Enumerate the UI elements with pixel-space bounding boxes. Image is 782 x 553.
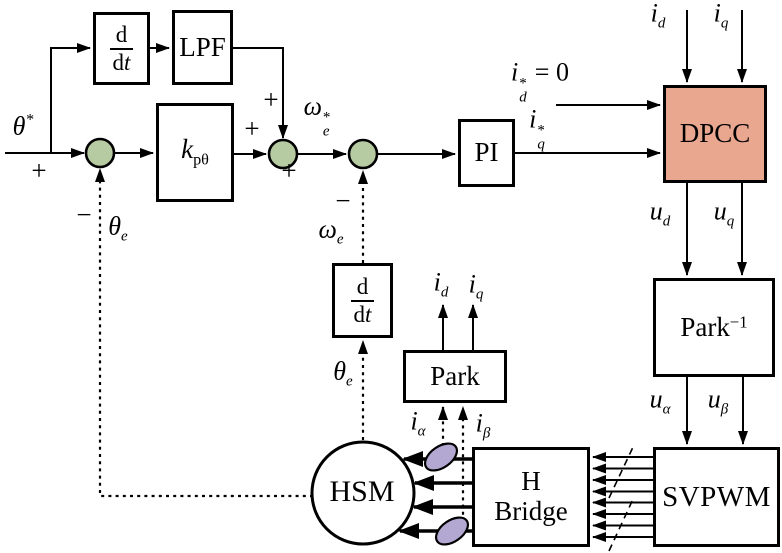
park-label: Park	[430, 360, 480, 391]
derivative2-denominator: dt	[353, 301, 372, 327]
wire-theta-e-feedback	[95, 168, 313, 498]
svpwm-label: SVPWM	[662, 480, 771, 513]
block-svpwm: SVPWM	[653, 447, 780, 547]
label-i-beta: iβ	[475, 408, 491, 442]
label-omega-e: ωe	[318, 214, 344, 248]
label-uq: uq	[713, 196, 735, 230]
sum-junction-position	[84, 137, 116, 169]
label-theta-e-mid: θe	[333, 356, 353, 390]
hsm-motor-circle	[310, 440, 416, 546]
current-sensor-beta	[434, 516, 470, 546]
bus-slash-1	[608, 444, 635, 499]
label-id-ref-equals-zero: i*d= 0	[511, 57, 569, 106]
sign-plus-sum3: +	[281, 155, 297, 186]
block-park: Park	[403, 350, 507, 403]
label-id-top: id	[650, 0, 666, 32]
lpf-label: LPF	[179, 31, 226, 62]
sum-junction-feedforward	[267, 138, 299, 170]
dpcc-label: DPCC	[679, 118, 751, 149]
hsm-label: HSM	[329, 475, 395, 508]
wire-lpf-to-sum2	[233, 47, 288, 139]
derivative1-numerator: d	[109, 22, 134, 50]
h-bridge-label-line2: Bridge	[494, 496, 568, 526]
feedback-wires	[95, 168, 468, 522]
label-iq-mid: iq	[468, 269, 484, 303]
label-theta-ref: θ*	[12, 111, 34, 141]
label-id-mid: id	[433, 267, 449, 301]
h-bridge-label-line1: H	[521, 466, 541, 497]
pi-label: PI	[474, 137, 499, 168]
block-lpf: LPF	[172, 10, 233, 85]
derivative2-numerator: d	[350, 274, 375, 302]
block-pi-controller: PI	[458, 119, 515, 187]
label-u-alpha: uα	[649, 384, 671, 418]
label-theta-e-feedback: θe	[108, 211, 128, 245]
wire-branch-to-derivative	[50, 43, 91, 153]
label-iq-top: iq	[713, 0, 729, 32]
svpwm-to-hbridge-wires	[592, 444, 653, 552]
sign-plus-sum2-top: +	[263, 84, 279, 115]
block-inverse-park: Park−1	[653, 278, 775, 377]
block-dpcc: DPCC	[663, 85, 767, 183]
bus-slash-2	[608, 496, 635, 552]
sign-plus-sum2-left: +	[244, 113, 260, 144]
solid-wires	[5, 10, 748, 445]
label-u-beta: uβ	[707, 384, 729, 418]
sign-minus-sum3: −	[335, 185, 351, 216]
block-derivative-2: d dt	[332, 263, 393, 338]
block-position-gain: kpθ	[156, 103, 234, 202]
sum-junction-speed	[347, 138, 379, 170]
label-omega-e-ref: ω*e	[303, 91, 331, 140]
label-iq-ref: i*q	[529, 104, 545, 153]
block-h-bridge: H Bridge	[472, 447, 590, 547]
sign-minus-sum1: −	[76, 199, 92, 230]
label-ud: ud	[649, 196, 671, 230]
current-sensor-alpha	[423, 442, 459, 472]
kp-theta-label: kpθ	[181, 134, 209, 169]
inverse-park-label: Park−1	[680, 311, 748, 342]
block-derivative-1: d dt	[93, 12, 150, 85]
derivative1-denominator: dt	[112, 49, 131, 75]
sign-plus-sum1: +	[31, 155, 47, 186]
label-i-alpha: iα	[410, 406, 426, 440]
